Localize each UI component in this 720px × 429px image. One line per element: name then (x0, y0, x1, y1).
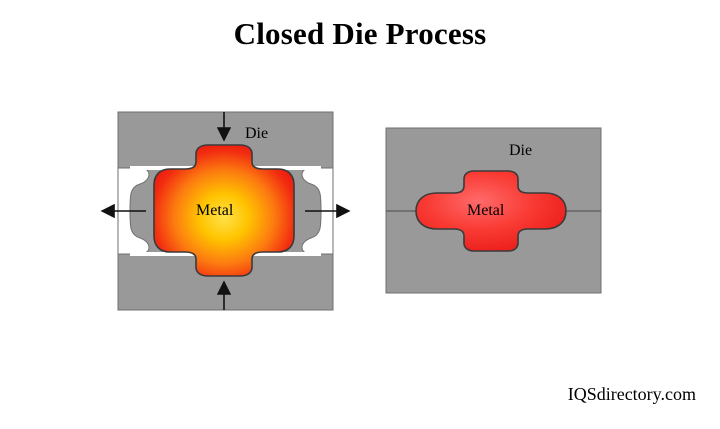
right-die-label: Die (509, 142, 533, 159)
closed-die-process-diagram: Die Metal Die Metal (0, 70, 720, 360)
diagram-svg (100, 111, 602, 311)
page-title: Closed Die Process (233, 16, 487, 51)
source-credit: IQSdirectory.com (567, 384, 696, 404)
right-metal-part (415, 170, 567, 252)
left-metal-billet (153, 144, 295, 277)
right-metal-label: Metal (467, 202, 505, 219)
left-metal-label: Metal (196, 202, 234, 219)
left-die-label: Die (245, 125, 269, 142)
left-panel-group (100, 111, 351, 311)
right-panel-group (385, 127, 602, 294)
